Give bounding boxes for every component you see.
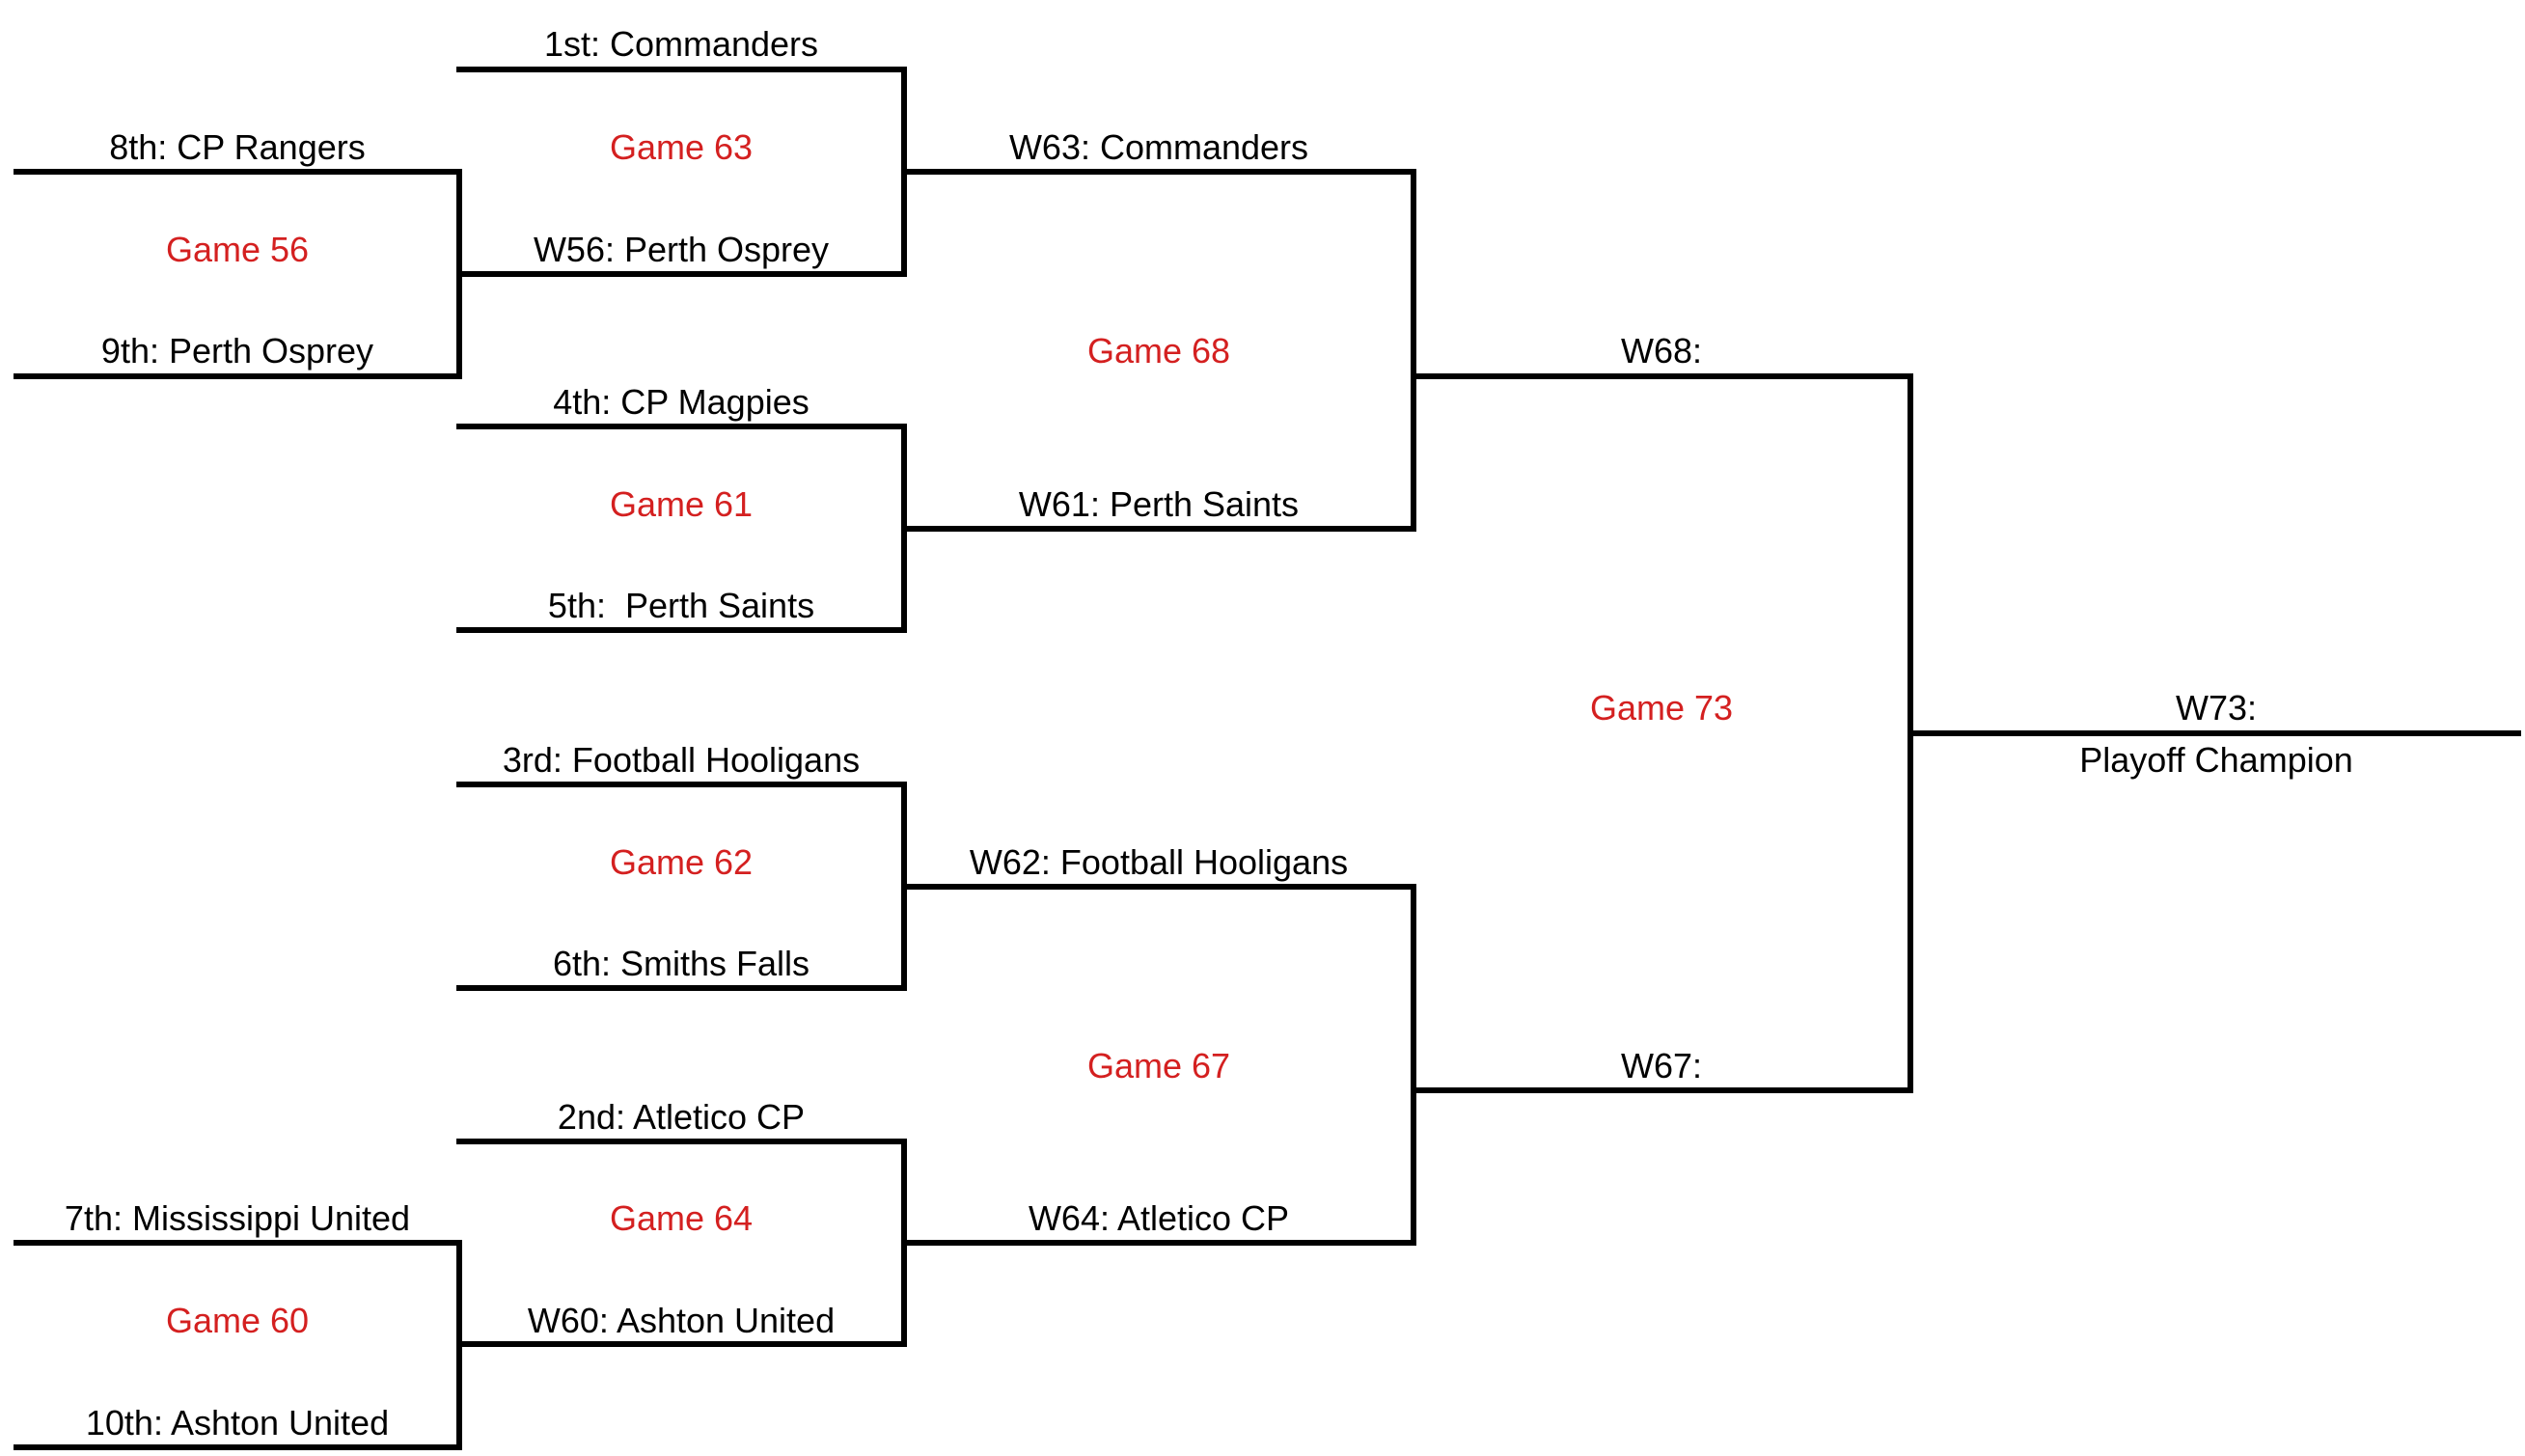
g68-top-team: W63: Commanders	[1009, 127, 1308, 167]
g64-bottom-team: W60: Ashton United	[528, 1301, 835, 1340]
g68-game-label: Game 68	[1087, 331, 1230, 371]
g56-game-label: Game 56	[166, 230, 309, 269]
round-1: 8th: CP Rangers Game 56 9th: Perth Ospre…	[65, 127, 410, 1442]
g64-game-label: Game 64	[610, 1198, 753, 1238]
g63-top-team: 1st: Commanders	[544, 24, 818, 64]
g73-top-team: W68:	[1621, 331, 1702, 371]
g63-game-label: Game 63	[610, 127, 753, 167]
g67-bottom-team: W64: Atletico CP	[1029, 1198, 1289, 1238]
g67-top-team: W62: Football Hooligans	[970, 842, 1348, 882]
champion-title: Playoff Champion	[2079, 740, 2353, 780]
champion-label: W73:	[2176, 688, 2257, 728]
g61-bottom-team: 5th: Perth Saints	[548, 586, 814, 625]
g56-top-team: 8th: CP Rangers	[109, 127, 365, 167]
g61-top-team: 4th: CP Magpies	[553, 382, 809, 422]
bracket-lines	[14, 67, 2521, 1450]
g60-game-label: Game 60	[166, 1301, 309, 1340]
g60-top-team: 7th: Mississippi United	[65, 1198, 410, 1238]
g63-bottom-team: W56: Perth Osprey	[534, 230, 829, 269]
g61-game-label: Game 61	[610, 484, 753, 524]
round-4: W68: Game 73 W67:	[1590, 331, 1733, 1085]
g62-game-label: Game 62	[610, 842, 753, 882]
g62-bottom-team: 6th: Smiths Falls	[553, 944, 810, 983]
g62-top-team: 3rd: Football Hooligans	[503, 740, 860, 780]
g64-top-team: 2nd: Atletico CP	[558, 1097, 805, 1137]
game-73-bracket-line	[1411, 373, 1913, 1093]
g73-game-label: Game 73	[1590, 688, 1733, 728]
round-2: 1st: Commanders Game 63 W56: Perth Ospre…	[503, 24, 860, 1340]
g73-bottom-team: W67:	[1621, 1046, 1702, 1085]
game-67-bracket-line	[901, 884, 1416, 1246]
champion: W73: Playoff Champion	[2079, 688, 2353, 780]
game-68-bracket-line	[901, 169, 1416, 532]
round-3: W63: Commanders Game 68 W61: Perth Saint…	[970, 127, 1348, 1238]
g60-bottom-team: 10th: Ashton United	[86, 1403, 389, 1442]
g68-bottom-team: W61: Perth Saints	[1019, 484, 1299, 524]
g56-bottom-team: 9th: Perth Osprey	[101, 331, 373, 371]
g67-game-label: Game 67	[1087, 1046, 1230, 1085]
